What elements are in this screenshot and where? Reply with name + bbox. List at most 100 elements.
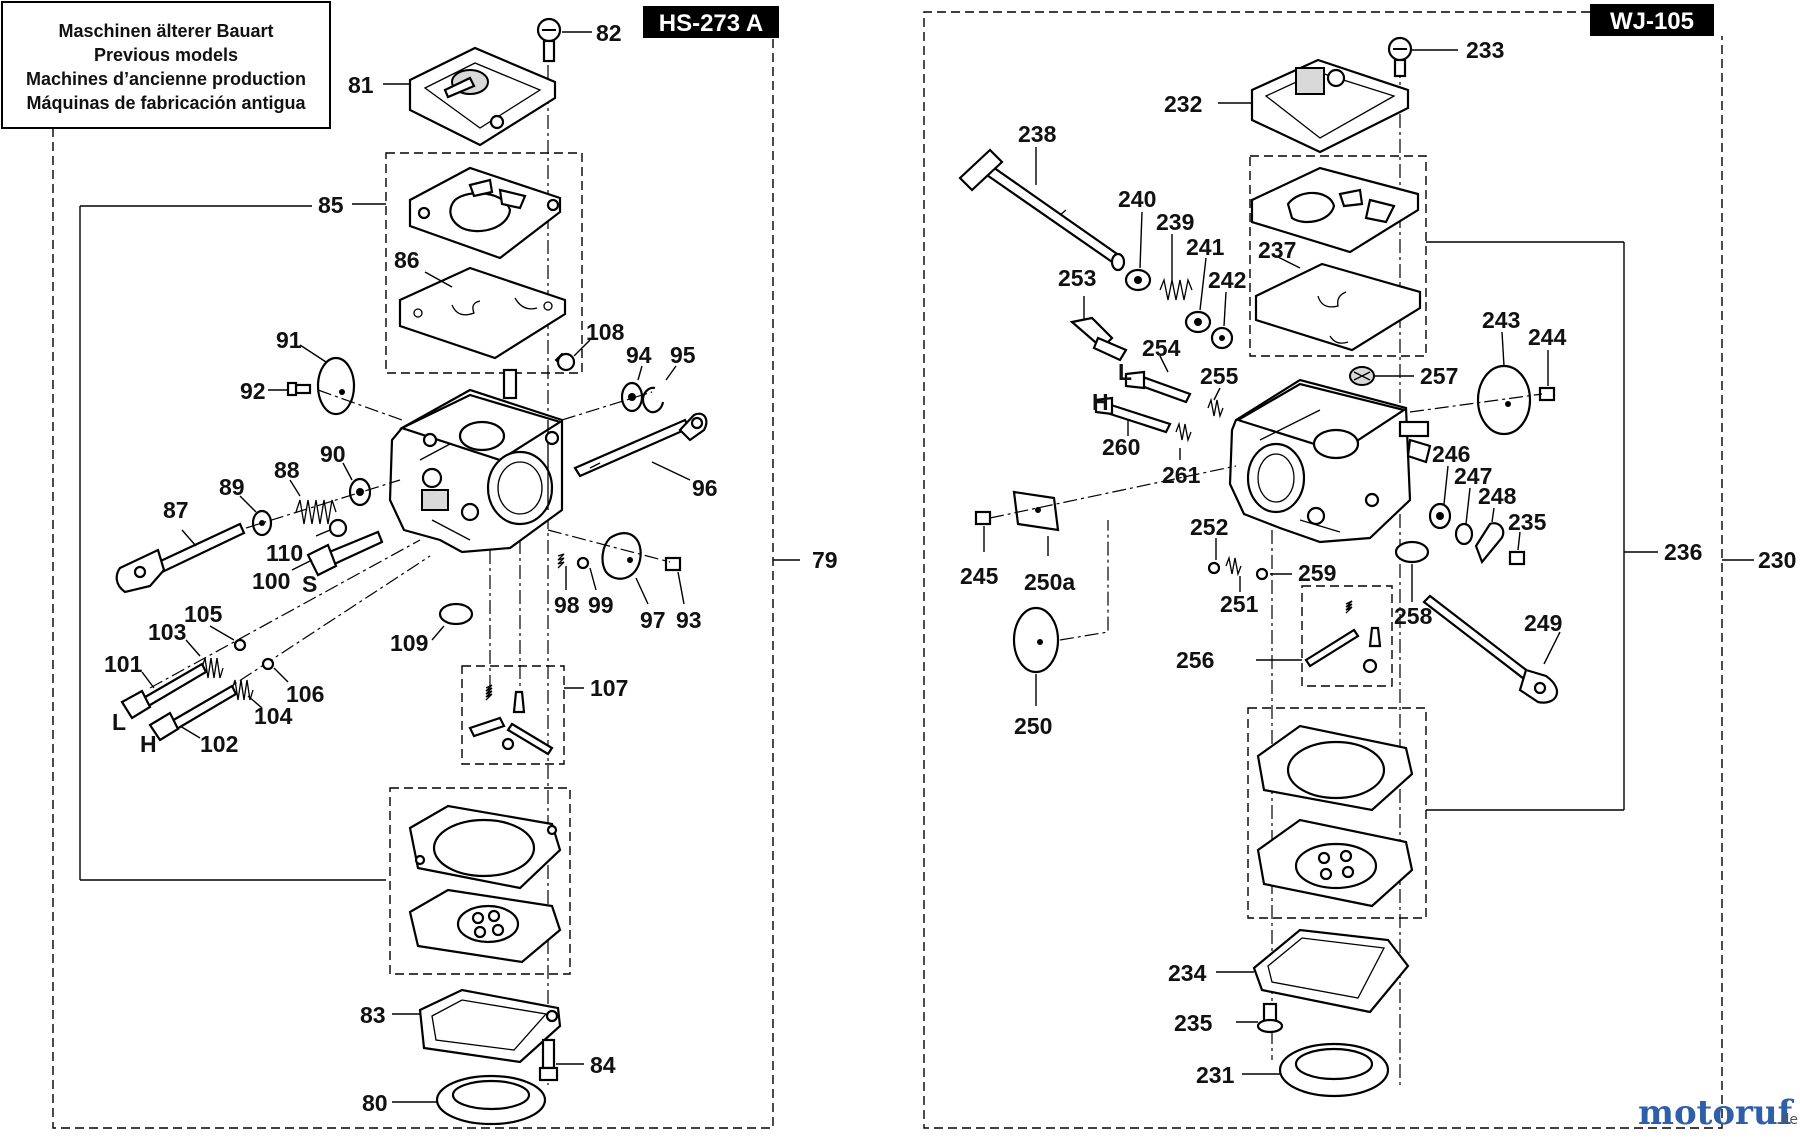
callout-102: 102 — [200, 731, 238, 757]
washer-246 — [1428, 465, 1452, 530]
spring-251 — [1225, 555, 1242, 592]
gasket-85 — [408, 166, 562, 260]
callout-243: 243 — [1482, 307, 1520, 333]
diaphragm-cover-234 — [1216, 928, 1410, 1014]
callout-104: 104 — [254, 703, 293, 729]
callout-234: 234 — [1168, 960, 1207, 986]
callout-256: 256 — [1176, 647, 1214, 673]
carburetor-cover-81 — [383, 46, 557, 147]
screw-84 — [538, 1038, 584, 1082]
lever-248 — [1474, 507, 1505, 565]
callout-255: 255 — [1200, 363, 1239, 389]
callout-261: 261 — [1162, 462, 1201, 488]
idle-screw-253 — [1069, 296, 1128, 362]
gasket-group-85-box — [385, 152, 583, 374]
diaphragm-cover-83 — [392, 988, 562, 1064]
callout-257: 257 — [1420, 363, 1458, 389]
watermark-suffix: .de — [1776, 1112, 1798, 1128]
callout-251: 251 — [1220, 591, 1259, 617]
callout-88: 88 — [274, 457, 300, 483]
o-ring-106 — [261, 657, 289, 683]
needle-group-107-box — [461, 665, 565, 765]
ball-252 — [1207, 538, 1221, 575]
spring-255 — [1207, 387, 1224, 419]
high-jet-screw-260 — [1094, 396, 1172, 436]
callout-89: 89 — [219, 474, 245, 500]
callout-245: 245 — [960, 563, 999, 589]
callout-108: 108 — [586, 319, 625, 345]
metering-diaphragm-right — [1256, 818, 1414, 908]
callout-91: 91 — [276, 327, 302, 353]
callout-235-lower: 235 — [1174, 1010, 1213, 1036]
callout-80: 80 — [362, 1090, 388, 1116]
inlet-needle-group-256 — [1256, 600, 1382, 674]
screen-257 — [1349, 366, 1414, 386]
spring-239 — [1159, 234, 1193, 301]
model-badge-right-label: WJ-105 — [1610, 8, 1694, 35]
watermark: motoruf .de — [1638, 1093, 1798, 1133]
model-badge — [643, 6, 779, 38]
screw-245 — [974, 510, 992, 552]
callout-93: 93 — [676, 607, 702, 633]
right-panel-frame — [923, 11, 1723, 1129]
washer-240 — [1124, 211, 1152, 292]
callout-87: 87 — [163, 497, 189, 523]
callout-99: 99 — [588, 592, 614, 618]
callout-260: 260 — [1102, 434, 1140, 460]
axis-243 — [1409, 393, 1543, 413]
callout-81: 81 — [348, 72, 374, 98]
ball-110 — [315, 518, 348, 538]
callout-250: 250 — [1014, 713, 1052, 739]
gasket-lower-right — [1256, 724, 1414, 812]
callout-S: S — [302, 571, 317, 597]
callout-232: 232 — [1164, 91, 1202, 117]
low-jet-screw-254 — [1124, 355, 1192, 404]
callout-105: 105 — [184, 601, 223, 627]
clip-242 — [1210, 291, 1234, 350]
low-jet-screw-101 — [120, 662, 208, 720]
callout-85: 85 — [318, 192, 344, 218]
callout-244: 244 — [1528, 324, 1567, 350]
callout-103: 103 — [148, 619, 186, 645]
callout-235-upper: 235 — [1508, 509, 1547, 535]
callout-86: 86 — [394, 247, 420, 273]
callout-254: 254 — [1142, 335, 1181, 361]
screw-235a — [1508, 531, 1526, 566]
ball-259 — [1255, 567, 1292, 581]
inlet-needle-group-107 — [468, 684, 584, 756]
callout-249: 249 — [1524, 610, 1562, 636]
callout-84: 84 — [590, 1052, 616, 1078]
callout-101: 101 — [104, 651, 143, 677]
callout-231: 231 — [1196, 1062, 1235, 1088]
ball-99 — [576, 556, 597, 591]
spring-88 — [289, 479, 337, 525]
callout-94: 94 — [626, 342, 652, 368]
washer-241 — [1184, 257, 1212, 334]
choke-shaft-87 — [115, 522, 246, 594]
callout-97: 97 — [640, 607, 666, 633]
callout-96: 96 — [692, 475, 718, 501]
callout-250a: 250a — [1024, 569, 1075, 595]
screw-93 — [664, 556, 685, 605]
callout-L: L — [112, 709, 126, 735]
callout-H-right: H — [1092, 389, 1109, 415]
carburetor-body-wj105 — [1228, 378, 1432, 544]
throttle-disc-97 — [601, 532, 649, 605]
callout-L-right: L — [1118, 359, 1132, 385]
spring-103 — [185, 639, 224, 679]
right-panel-wj105: WJ-105 — [923, 4, 1796, 1129]
callout-258: 258 — [1394, 603, 1433, 629]
lower-gasket-group-box — [389, 787, 571, 975]
washer-89 — [239, 495, 273, 537]
callout-237: 237 — [1258, 237, 1296, 263]
axis-94 — [561, 391, 653, 421]
throttle-shaft-249 — [1422, 594, 1561, 704]
throttle-shaft-96 — [573, 412, 708, 481]
callout-242: 242 — [1208, 267, 1246, 293]
callout-92: 92 — [240, 378, 266, 404]
high-jet-screw-102 — [148, 684, 238, 742]
screw-233 — [1387, 36, 1458, 78]
disc-243 — [1476, 331, 1532, 436]
model-badge-right — [1590, 4, 1714, 36]
callout-95: 95 — [670, 342, 696, 368]
